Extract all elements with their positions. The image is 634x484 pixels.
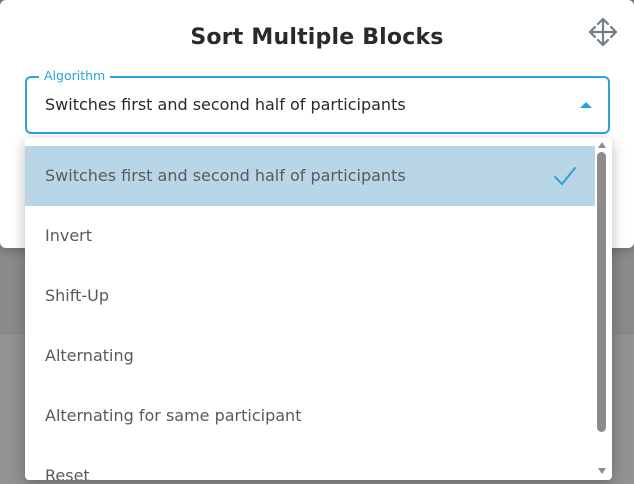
option-alternating-same-participant[interactable]: Alternating for same participant [25,386,595,446]
option-label: Alternating [45,346,134,365]
dialog-title: Sort Multiple Blocks [190,25,444,50]
option-reset[interactable]: Reset [25,446,595,480]
algorithm-dropdown-menu: Switches first and second half of partic… [25,138,612,480]
option-shift-up[interactable]: Shift-Up [25,266,595,326]
checkmark-icon [553,165,577,187]
algorithm-select[interactable]: Algorithm Switches first and second half… [25,68,610,134]
move-arrows-icon[interactable] [585,14,621,50]
option-label: Alternating for same participant [45,406,302,425]
scroll-down-arrow-icon[interactable] [598,468,606,474]
algorithm-selected-value: Switches first and second half of partic… [45,95,406,114]
option-invert[interactable]: Invert [25,206,595,266]
option-label: Invert [45,226,93,245]
option-label: Shift-Up [45,286,110,305]
scrollbar-thumb[interactable] [597,152,606,432]
option-switches-first-second-half[interactable]: Switches first and second half of partic… [25,146,595,206]
algorithm-options-list: Switches first and second half of partic… [25,146,595,480]
scroll-up-arrow-icon[interactable] [598,142,606,148]
option-label: Switches first and second half of partic… [45,166,406,185]
option-alternating[interactable]: Alternating [25,326,595,386]
caret-up-icon[interactable] [580,102,592,108]
option-label: Reset [45,466,90,480]
menu-scrollbar[interactable] [595,138,609,480]
algorithm-label: Algorithm [39,68,111,84]
